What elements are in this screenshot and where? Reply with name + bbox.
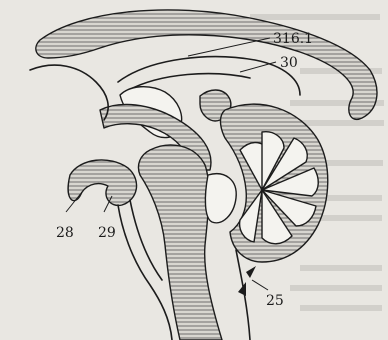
pituitary-stalk-inner xyxy=(130,200,162,280)
fourth-ventricle xyxy=(205,174,236,223)
cortex-outline xyxy=(30,65,108,120)
leader-316 xyxy=(188,38,270,56)
leader-30 xyxy=(240,62,276,72)
label-30: 30 xyxy=(280,55,298,71)
label-316-1: 316.1 xyxy=(273,31,313,47)
leader-25 xyxy=(252,280,268,290)
label-29: 29 xyxy=(98,225,116,241)
hypothalamus-loop xyxy=(68,160,136,206)
label-28: 28 xyxy=(56,225,74,241)
medulla-outline xyxy=(236,250,250,340)
label-25: 25 xyxy=(266,293,284,309)
